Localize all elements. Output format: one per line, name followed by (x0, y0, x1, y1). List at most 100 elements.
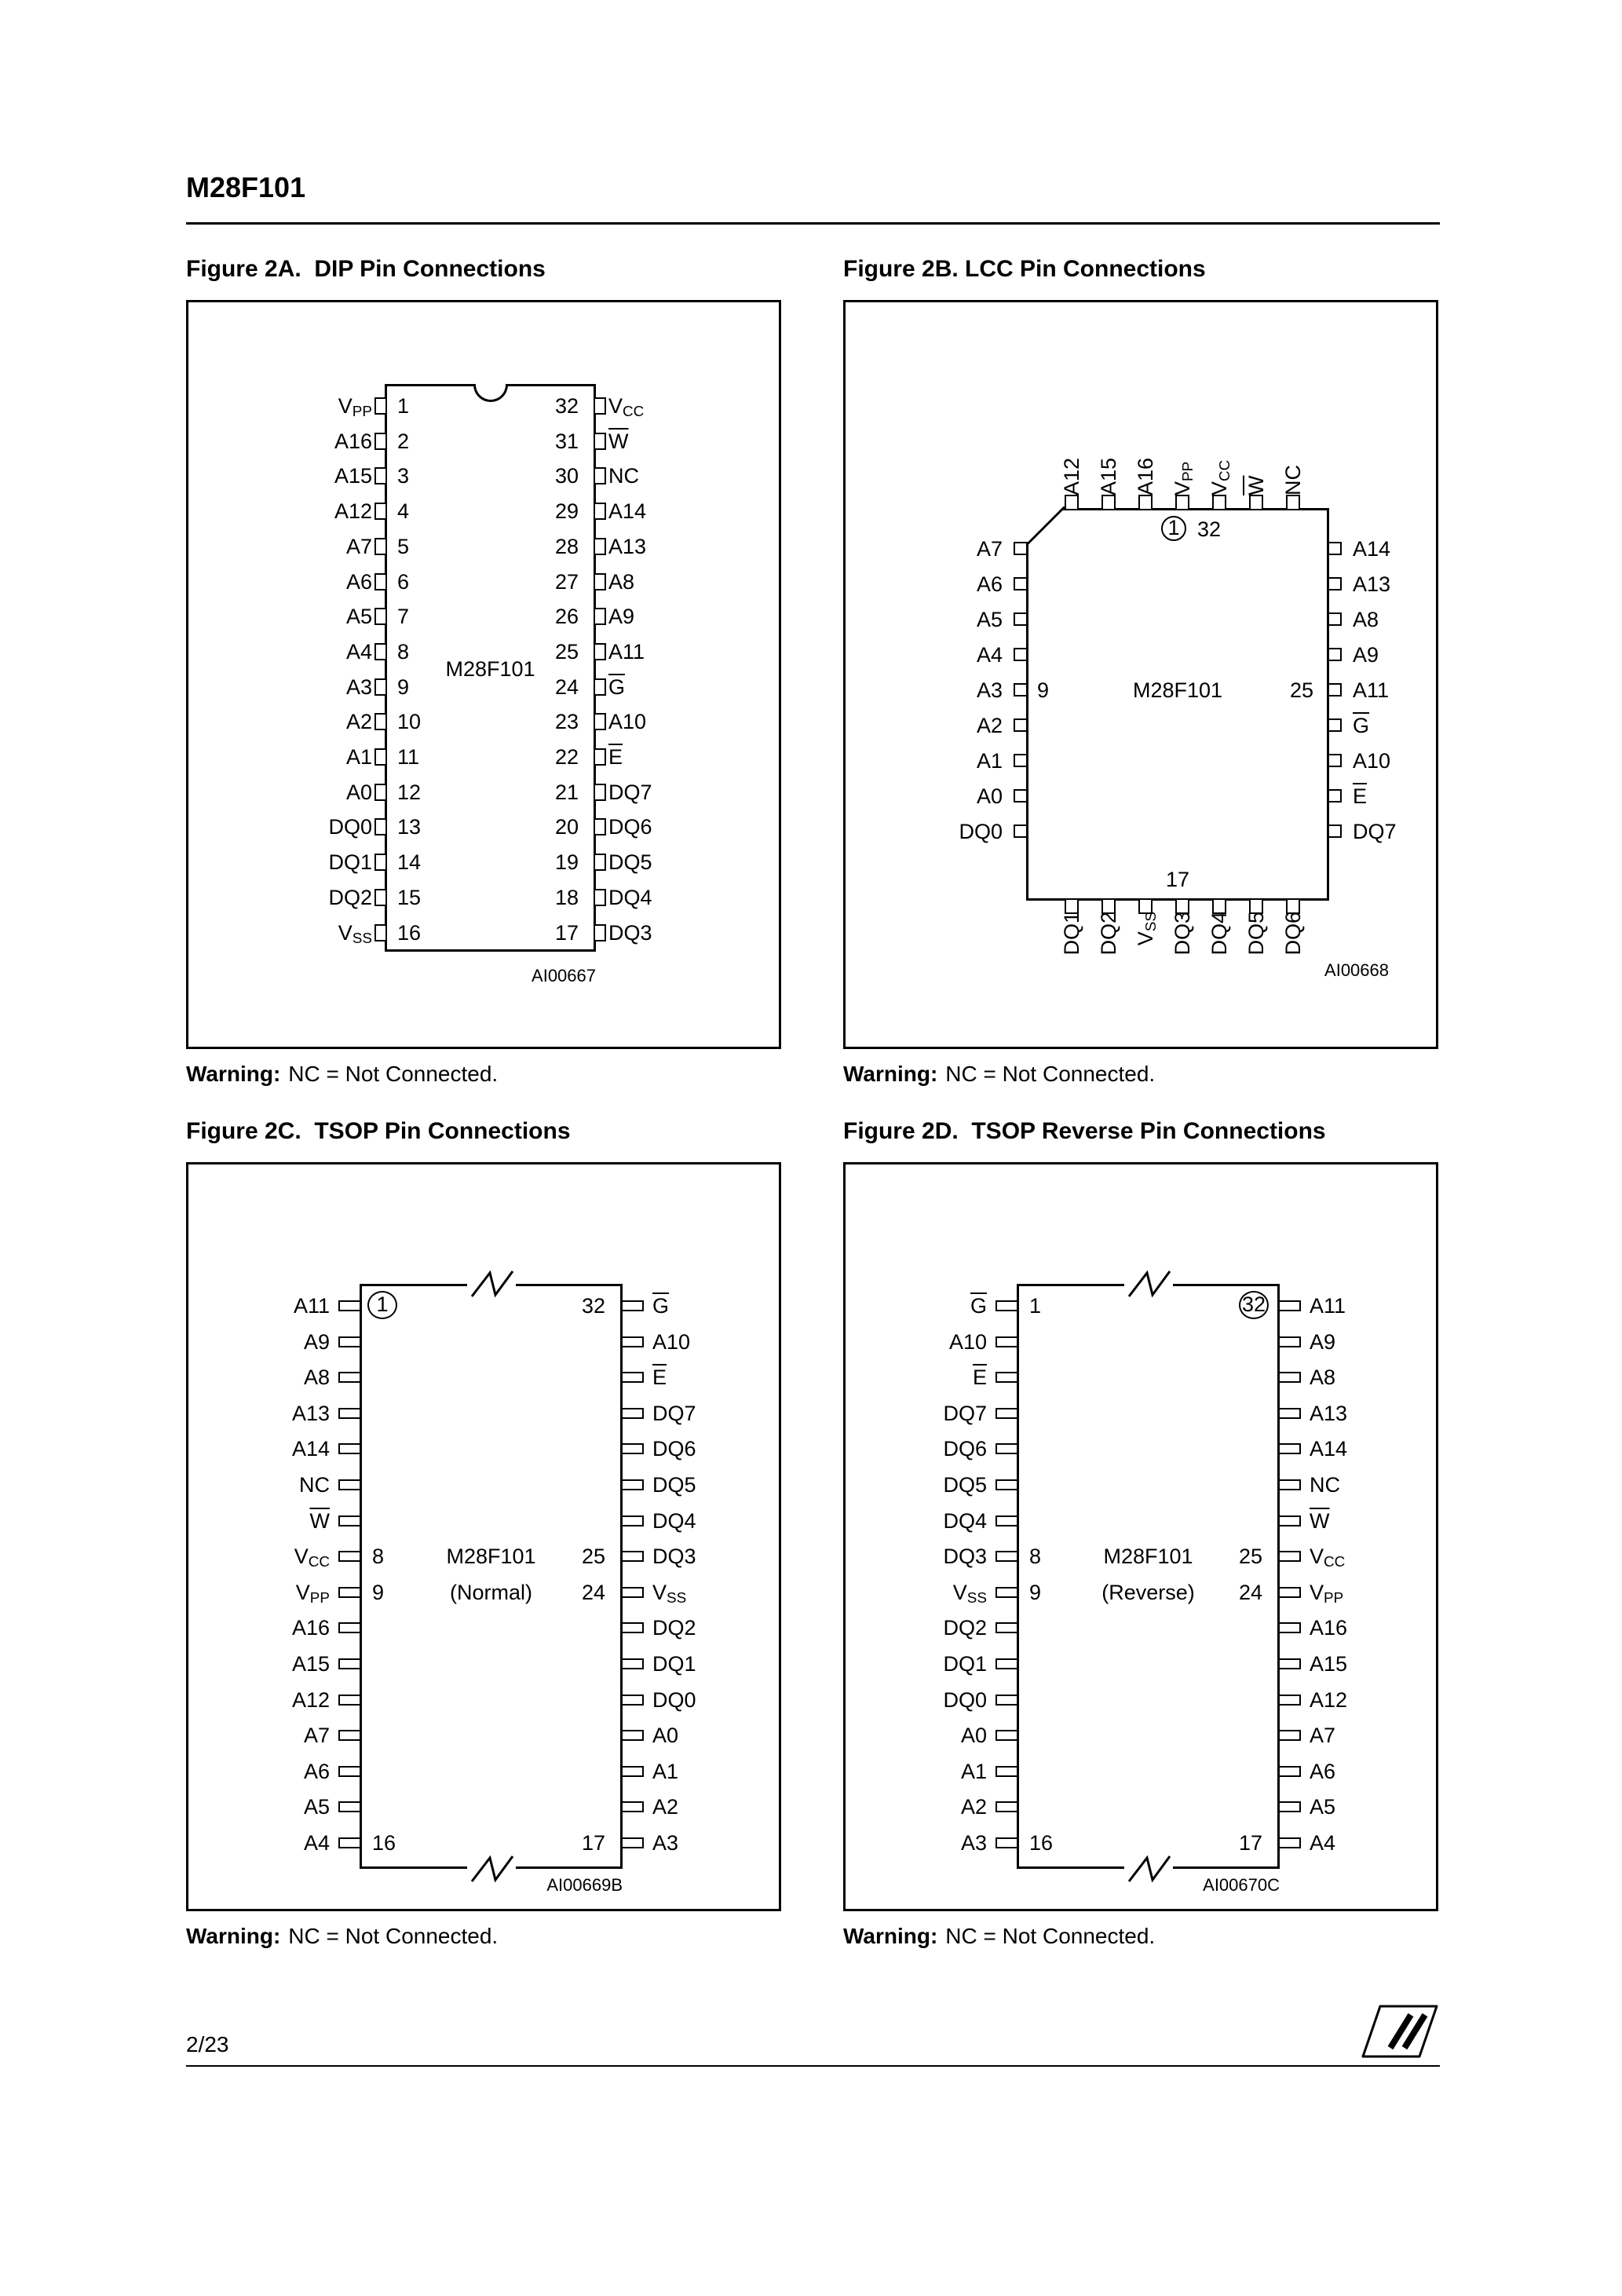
tsop-pin-label: A15 (1310, 1652, 1348, 1676)
lcc-pin-label: DQ1 (1060, 912, 1083, 956)
tsop-pin-stub (621, 1372, 644, 1384)
lcc-pin-label: A9 (1353, 643, 1379, 667)
tsop-pin-label: A6 (1310, 1759, 1336, 1783)
dip-pin-stub (374, 854, 387, 872)
tsop-pin-label: DQ7 (943, 1401, 987, 1425)
tsop-pin-label: VPP (295, 1580, 330, 1607)
lcc-pin-label: A8 (1353, 608, 1379, 631)
dip-pin-stub (374, 572, 387, 590)
tsop-pin-stub (621, 1479, 644, 1490)
lcc-pin-stub (1328, 542, 1342, 555)
dip-pin-label: A8 (608, 569, 635, 594)
dip-pin-stub (594, 467, 606, 485)
dip-pin-number: 7 (397, 605, 410, 629)
tsop-pin-label: DQ2 (943, 1616, 987, 1640)
tsop-pin-label: A5 (1310, 1795, 1336, 1819)
dip-pin-stub (374, 432, 387, 450)
tsop-pin-stub (1278, 1300, 1301, 1311)
dip-pin-stub (374, 503, 387, 521)
tsop-pin-number: 9 (1029, 1580, 1042, 1604)
warning-2c-label: Warning: (186, 1924, 281, 1948)
dip-pin-number: 27 (554, 569, 579, 594)
tsop-pin-stub (338, 1694, 361, 1706)
lcc-pin-stub (1065, 495, 1079, 510)
tsop-pin-label: G (652, 1294, 670, 1318)
lcc-pin-stub (1328, 648, 1342, 661)
dip-pin-number: 13 (397, 815, 422, 839)
dip-pin-stub (374, 397, 387, 415)
tsop-chip-mode: (Normal) (450, 1580, 532, 1604)
lcc-pin-label: VSS (1134, 912, 1160, 946)
tsop-pin-stub (995, 1586, 1018, 1598)
dip-pin-number: 26 (554, 605, 579, 629)
tsop-pin-label: A10 (948, 1329, 987, 1354)
tsop-pin-label: DQ4 (943, 1508, 987, 1533)
lcc-pin-label: A15 (1097, 457, 1120, 495)
lcc-pin-stub (1328, 577, 1342, 590)
lcc-pin-label: A6 (976, 572, 1003, 596)
dip-pin-stub (374, 467, 387, 485)
lcc-pin-label: DQ7 (1353, 820, 1397, 843)
dip-chip-body (385, 384, 596, 952)
tsop-pin-label: A4 (303, 1831, 330, 1855)
tsop-pin-label: A7 (303, 1724, 330, 1748)
tsop-pin-stub (1278, 1694, 1301, 1706)
dip-pin-stub (594, 923, 606, 941)
tsop-pin-label: A12 (1310, 1687, 1348, 1712)
lcc-pin-stub (1014, 648, 1028, 661)
lcc-pin-stub (1138, 495, 1153, 510)
lcc-pin-stub (1175, 898, 1189, 914)
header-rule (186, 222, 1440, 225)
dip-pin-number: 23 (554, 710, 579, 734)
lcc-pin-stub (1328, 824, 1342, 838)
tsop-pin-label: W (309, 1508, 330, 1533)
tsop-pin-label: DQ3 (943, 1545, 987, 1569)
dip-pin-number: 17 (554, 920, 579, 945)
tsop-pin-label: DQ1 (943, 1652, 987, 1676)
tsop-pin-stub (338, 1300, 361, 1311)
tsop-pin-label: A5 (303, 1795, 330, 1819)
lcc-pin-label: A2 (976, 714, 1003, 737)
dip-pin-stub (374, 888, 387, 906)
lcc-pin-stub (1014, 754, 1028, 767)
figure-2d-title: Figure 2D. TSOP Reverse Pin Connections (843, 1118, 1326, 1144)
lcc-pin-stub (1175, 495, 1189, 510)
lcc-pin-stub (1014, 683, 1028, 696)
lcc-chip-name: M28F101 (1132, 678, 1223, 702)
warning-2c: Warning:NC = Not Connected. (186, 1924, 781, 1949)
tsop-pin-stub (621, 1586, 644, 1598)
tsop-pin-number: 17 (581, 1831, 605, 1855)
lcc-pin-label: E (1353, 784, 1368, 808)
dip-pin-label: DQ5 (608, 850, 652, 875)
dip-pin-number: 30 (554, 464, 579, 488)
page-number: 2/23 (186, 2032, 229, 2057)
dip-pin-number: 25 (554, 639, 579, 664)
dip-pin-label: G (608, 675, 626, 699)
lcc-pin-stub (1286, 898, 1300, 914)
dip-pin-label: A16 (334, 429, 372, 453)
tsop-pin-stub (995, 1407, 1018, 1419)
dip-pin-number: 5 (397, 534, 410, 558)
tsop-pin-label: A3 (652, 1831, 679, 1855)
tsop-pin-stub (621, 1407, 644, 1419)
tsop-pin-label: DQ1 (652, 1652, 696, 1676)
dip-pin-stub (374, 783, 387, 801)
warning-2b-text: NC = Not Connected. (945, 1062, 1156, 1086)
tsop-pin-number: 9 (372, 1580, 385, 1604)
lcc-pin-number: 25 (1289, 678, 1313, 702)
tsop-pin-stub (621, 1443, 644, 1455)
dip-pin-number: 18 (554, 885, 579, 909)
tsop-pin-label: A16 (291, 1616, 330, 1640)
tsop-break-mark-bottom (1113, 1852, 1184, 1885)
dip-pin-number: 14 (397, 850, 422, 875)
dip-pin-number: 1 (397, 394, 410, 418)
dip-pin-label: A10 (608, 710, 647, 734)
tsop-pin-stub (995, 1765, 1018, 1777)
dip-pin-stub (594, 503, 606, 521)
diagram-code-2c: AI00669B (546, 1875, 623, 1895)
lcc-pin-label: A13 (1353, 572, 1391, 596)
dip-pin-number: 32 (554, 394, 579, 418)
lcc-pin-label: G (1353, 714, 1370, 737)
